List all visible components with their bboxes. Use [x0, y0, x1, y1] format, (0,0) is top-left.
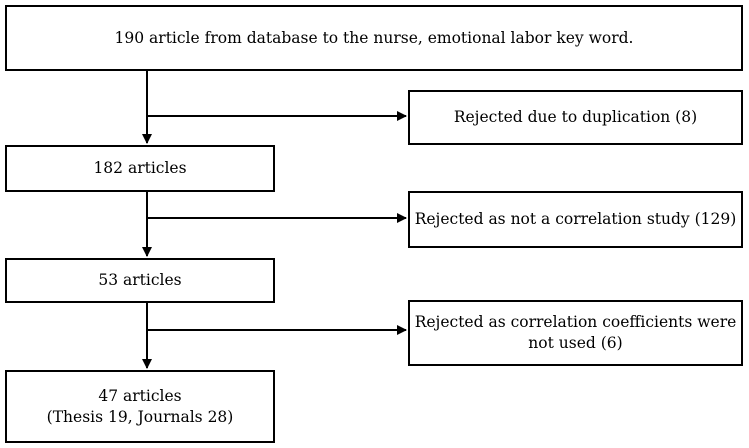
step2-box-text: 53 articles — [98, 271, 182, 290]
step1-box: 182 articles — [5, 145, 275, 192]
final-box: 47 articles (Thesis 19, Journals 28) — [5, 370, 275, 443]
rejection-box-coefficients-line1: Rejected as correlation coefficients wer… — [414, 313, 737, 332]
step1-box-text: 182 articles — [93, 159, 187, 178]
rejection-box-coefficients-line2: not used (6) — [528, 334, 623, 352]
final-box-line1: 47 articles — [98, 386, 182, 405]
rejection-box-not-correlation: Rejected as not a correlation study (129… — [408, 191, 743, 248]
rejection-box-duplication: Rejected due to duplication (8) — [408, 90, 743, 145]
start-box: 190 article from database to the nurse, … — [5, 5, 743, 71]
start-box-text: 190 article from database to the nurse, … — [114, 28, 634, 47]
final-box-line2: (Thesis 19, Journals 28) — [46, 407, 234, 426]
rejection-box-duplication-text: Rejected due to duplication (8) — [453, 108, 698, 127]
rejection-box-not-correlation-text: Rejected as not a correlation study (129… — [414, 210, 737, 229]
rejection-box-coefficients: Rejected as correlation coefficients wer… — [408, 300, 743, 366]
step2-box: 53 articles — [5, 258, 275, 303]
